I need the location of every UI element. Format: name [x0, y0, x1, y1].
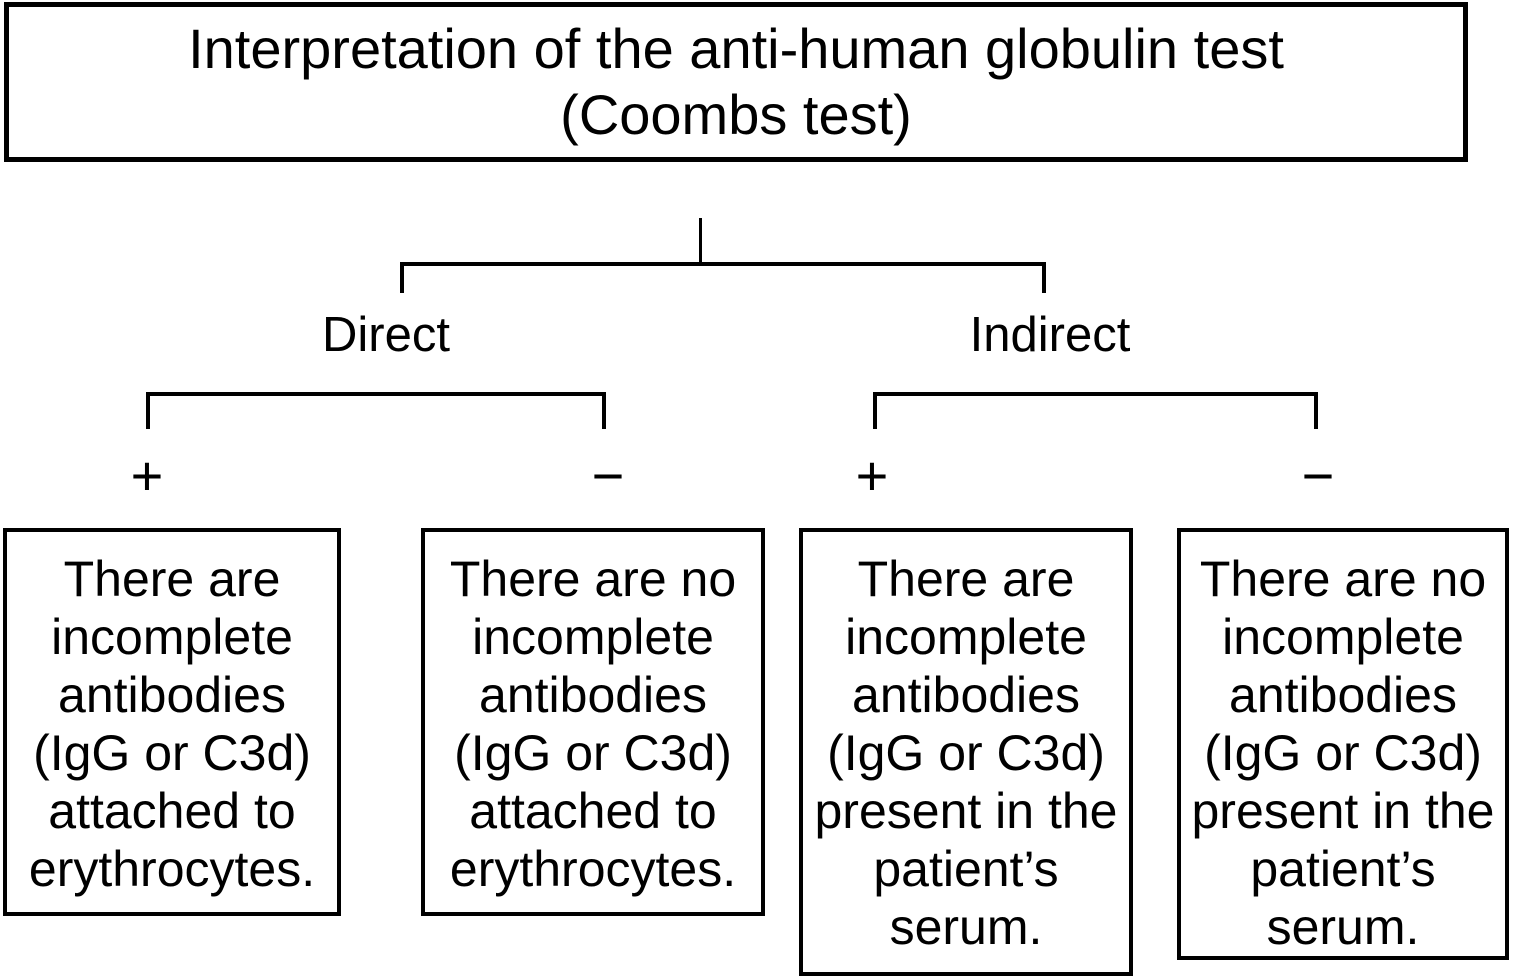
diagram-title: Interpretation of the anti-human globuli…	[188, 17, 1284, 146]
branch-label-indirect: Indirect	[969, 308, 1131, 362]
title-box: Interpretation of the anti-human globuli…	[4, 2, 1468, 162]
root-bracket-connector	[400, 262, 1046, 293]
direct-positive-sign: +	[130, 444, 164, 507]
indirect-positive-result-box: There are incomplete antibodies (IgG or …	[799, 528, 1133, 976]
indirect-positive-sign: +	[855, 444, 889, 507]
root-connector-stem	[699, 218, 702, 264]
branch-label-direct: Direct	[322, 308, 450, 362]
direct-branch-bracket-connector	[146, 392, 606, 429]
direct-positive-result-box: There are incomplete antibodies (IgG or …	[3, 528, 341, 916]
direct-negative-sign: −	[591, 444, 625, 507]
indirect-branch-bracket-connector	[873, 392, 1318, 429]
direct-negative-result-box: There are no incomplete antibodies (IgG …	[421, 528, 765, 916]
indirect-negative-result-box: There are no incomplete antibodies (IgG …	[1177, 528, 1509, 960]
indirect-negative-sign: −	[1301, 444, 1335, 507]
